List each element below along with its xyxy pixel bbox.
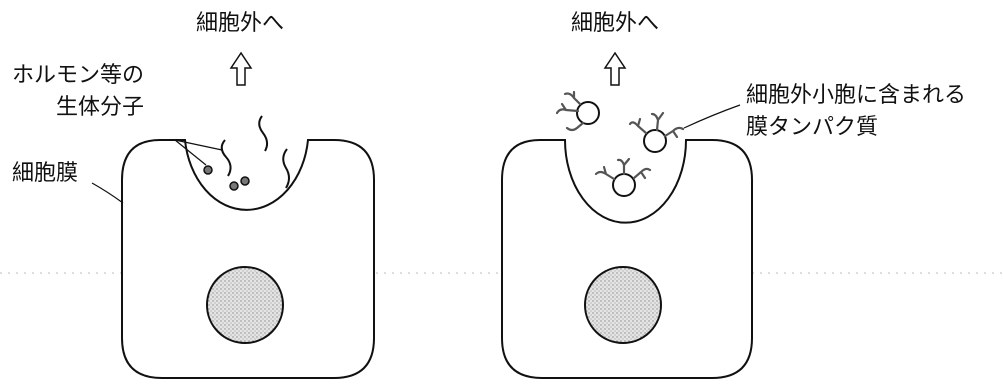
membrane-protein bbox=[650, 111, 665, 132]
molecule-label-line1: ホルモン等の bbox=[12, 63, 145, 88]
molecule-squiggle bbox=[282, 148, 290, 189]
protein-label-line2: 膜タンパク質 bbox=[746, 115, 879, 140]
extracellular-vesicle bbox=[612, 173, 636, 197]
molecule-dot bbox=[229, 181, 239, 191]
molecule-label-pointer bbox=[174, 139, 223, 151]
molecule-squiggle bbox=[220, 139, 232, 177]
membrane-protein bbox=[555, 102, 580, 115]
left-cell-membrane bbox=[121, 139, 375, 379]
extracellular-vesicle bbox=[643, 129, 667, 153]
membrane-protein bbox=[632, 167, 652, 180]
protein-label-line1: 細胞外小胞に含まれる bbox=[746, 83, 967, 108]
molecule-label-pointer bbox=[174, 139, 207, 166]
left-nucleus bbox=[206, 266, 284, 344]
right-nucleus bbox=[584, 266, 662, 344]
membrane-protein bbox=[663, 126, 685, 139]
protein-label-pointer bbox=[683, 104, 741, 129]
molecule-dot bbox=[203, 165, 213, 175]
right-cell bbox=[501, 51, 753, 379]
left-cell bbox=[91, 51, 375, 379]
molecule-dot bbox=[240, 176, 250, 186]
extracellular-vesicle bbox=[576, 101, 600, 125]
membrane-label-pointer bbox=[91, 182, 124, 204]
molecule-label-line2: 生体分子 bbox=[56, 95, 145, 120]
left-extracellular-title: 細胞外へ bbox=[196, 11, 285, 36]
up-arrow-icon bbox=[603, 51, 627, 86]
membrane-protein bbox=[628, 117, 648, 135]
membrane-protein bbox=[594, 165, 616, 181]
right-extracellular-title: 細胞外へ bbox=[571, 11, 660, 36]
membrane-label: 細胞膜 bbox=[12, 161, 79, 186]
molecule-squiggle bbox=[258, 115, 269, 152]
membrane-protein bbox=[563, 90, 582, 106]
up-arrow-icon bbox=[229, 51, 253, 86]
membrane-protein bbox=[616, 157, 631, 176]
membrane-protein bbox=[565, 121, 585, 132]
right-cell-membrane bbox=[501, 139, 753, 379]
